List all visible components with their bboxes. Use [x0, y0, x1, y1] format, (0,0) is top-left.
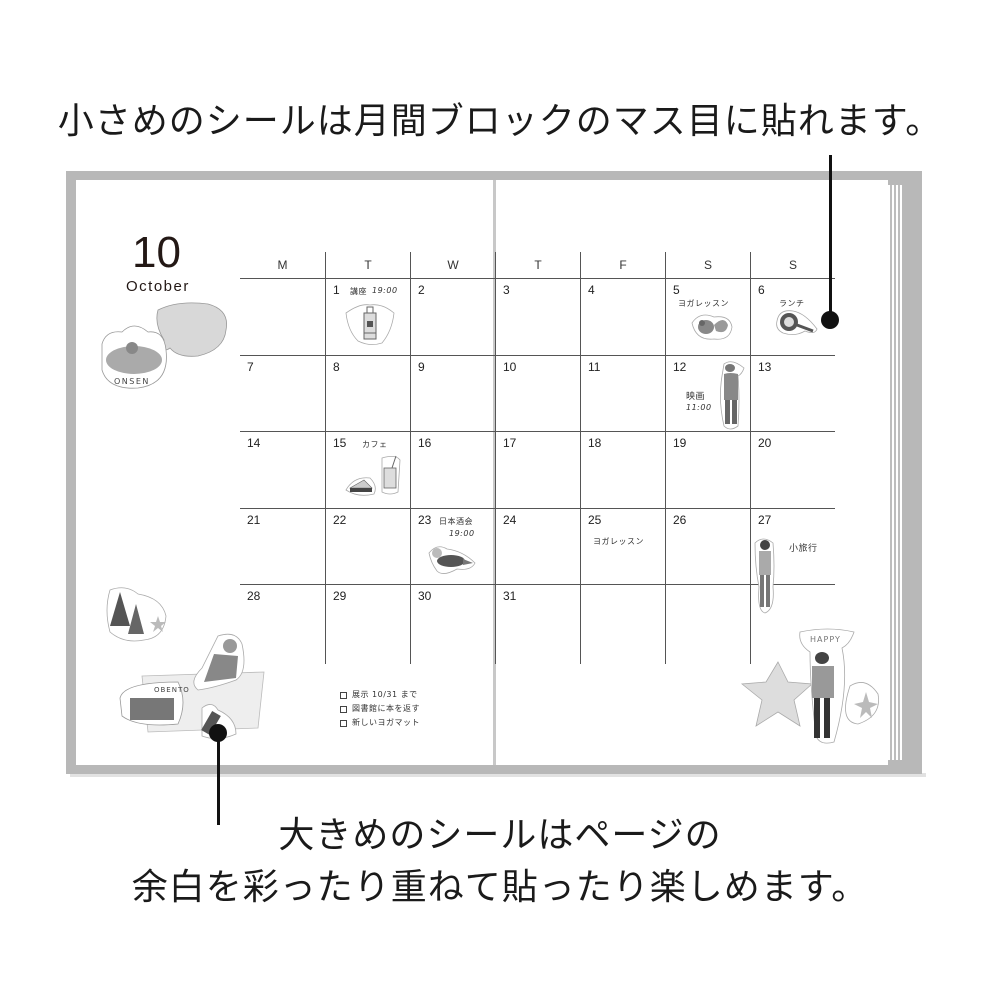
day-cell-8: 8	[325, 355, 410, 431]
todo-item[interactable]: 展示 10/31 まで	[340, 688, 420, 702]
weekday-sun: S	[750, 252, 835, 278]
day-cell-16: 16	[410, 432, 495, 508]
book-shadow	[70, 773, 926, 777]
week-row: 21 22 23 日本酒会 19:00 24 25 ヨガレッスン 26 27 小…	[240, 507, 835, 613]
day-cell-23: 23 日本酒会 19:00	[410, 508, 495, 584]
weekday-thu: T	[495, 252, 580, 278]
todo-list: 展示 10/31 まで 図書館に本を返す 新しいヨガマット	[340, 688, 420, 730]
day-cell-2: 2	[410, 279, 495, 355]
day-cell-27: 27 小旅行	[750, 508, 835, 613]
event-time: 19:00	[372, 286, 398, 295]
checkbox-icon[interactable]	[340, 719, 347, 727]
svg-text:OBENTO: OBENTO	[154, 686, 190, 694]
day-cell-4: 4	[580, 279, 665, 355]
forest-trees-sticker-icon	[106, 587, 167, 642]
event-label: ヨガレッスン	[593, 536, 644, 546]
event-time: 19:00	[449, 528, 475, 538]
day-cell-5: 5 ヨガレッスン	[665, 279, 750, 355]
todo-item[interactable]: 新しいヨガマット	[340, 716, 420, 730]
leader-line-top	[829, 155, 832, 320]
day-cell-19: 19	[665, 432, 750, 508]
event-label: ランチ	[779, 299, 805, 308]
caption-small-stickers: 小さめのシールは月間ブロックのマス目に貼れます。	[57, 101, 943, 142]
day-cell-22: 22	[325, 508, 410, 584]
day-cell-29: 29	[325, 585, 410, 664]
day-cell-21: 21	[247, 512, 261, 527]
checkbox-icon[interactable]	[340, 705, 347, 713]
event-label: ヨガレッスン	[678, 299, 729, 308]
weekday-header: M T W T F S S	[240, 252, 835, 278]
traveler-sticker-icon	[754, 538, 775, 613]
day-cell-17: 17	[495, 432, 580, 508]
happy-star-sticker-icon: HAPPY	[740, 628, 879, 744]
day-cell-11: 11	[580, 355, 665, 431]
day-cell	[240, 279, 325, 355]
day-cell-30: 30	[410, 585, 495, 664]
day-cell-empty	[750, 585, 835, 664]
left-page	[76, 180, 494, 765]
month-name: October	[126, 278, 190, 295]
caption-large-stickers: 大きめのシールはページの 余白を彩ったり重ねて貼ったり楽しめます。	[131, 815, 869, 908]
week-row: 1 講座 19:00 2 3 4 5 ヨガレッスン 6	[240, 278, 835, 355]
day-cell-13: 13	[750, 355, 835, 431]
day-cell-empty	[665, 585, 750, 664]
person-sticker-icon	[720, 360, 745, 429]
event-label: 日本酒会	[439, 516, 473, 526]
week-row: 7 8 9 10 11 12 映画 11:00 13	[240, 354, 835, 431]
leader-line-bottom	[217, 733, 220, 825]
day-cell-14: 14	[247, 436, 261, 450]
day-cell-empty	[580, 585, 665, 664]
month-number: 10	[132, 228, 181, 277]
event-label: 映画	[686, 391, 706, 402]
weekday-fri: F	[580, 252, 665, 278]
svg-text:HAPPY: HAPPY	[810, 635, 841, 644]
event-time: 11:00	[686, 402, 712, 412]
day-cell-3: 3	[495, 279, 580, 355]
week-row: 28 29 30 31	[240, 584, 835, 664]
event-label: カフェ	[362, 440, 388, 449]
weekday-wed: W	[410, 252, 495, 278]
todo-item[interactable]: 図書館に本を返す	[340, 702, 420, 716]
checkbox-icon[interactable]	[340, 691, 347, 699]
day-cell-20: 20	[750, 432, 835, 508]
center-gutter	[493, 180, 496, 765]
week-row: 14 15 カフェ 16 17 18 19 20	[240, 431, 835, 508]
leader-dot-top	[821, 311, 839, 329]
day-cell-10: 10	[495, 355, 580, 431]
page-edges	[888, 185, 902, 760]
weekday-sat: S	[665, 252, 750, 278]
event-label: 講座	[350, 287, 367, 296]
day-cell-26: 26	[665, 508, 750, 584]
squirrel-sticker-icon	[691, 314, 733, 340]
frying-pan-sticker-icon	[776, 310, 818, 335]
weekday-mon: M	[277, 258, 288, 272]
weekday-tue: T	[325, 252, 410, 278]
day-cell-28: 28	[247, 589, 261, 603]
day-cell-31: 31	[495, 585, 580, 664]
leader-dot-bottom	[209, 724, 227, 742]
bird-sticker-icon	[428, 545, 476, 574]
month-calendar-grid: M T W T F S S 1 講座 19:00 2 3 4 5 ヨガレッスン	[240, 252, 835, 664]
day-cell-1: 1 講座 19:00	[325, 279, 410, 355]
picnic-obento-sticker-icon: OBENTO	[119, 633, 265, 739]
day-cell-25: 25 ヨガレッスン	[580, 508, 665, 584]
lantern-sticker-icon	[345, 304, 395, 345]
onsen-sticker-icon: ONSEN	[101, 302, 227, 389]
svg-text:ONSEN: ONSEN	[114, 377, 150, 386]
day-cell-9: 9	[410, 355, 495, 431]
day-cell-6: 6 ランチ	[750, 279, 835, 355]
day-cell-24: 24	[495, 508, 580, 584]
day-cell-15: 15 カフェ	[325, 432, 410, 508]
event-label: 小旅行	[789, 543, 818, 554]
day-cell-12: 12 映画 11:00	[665, 355, 750, 431]
day-cell-7: 7	[247, 359, 254, 374]
day-cell-18: 18	[580, 432, 665, 508]
cafe-cake-drink-sticker-icon	[345, 455, 401, 496]
